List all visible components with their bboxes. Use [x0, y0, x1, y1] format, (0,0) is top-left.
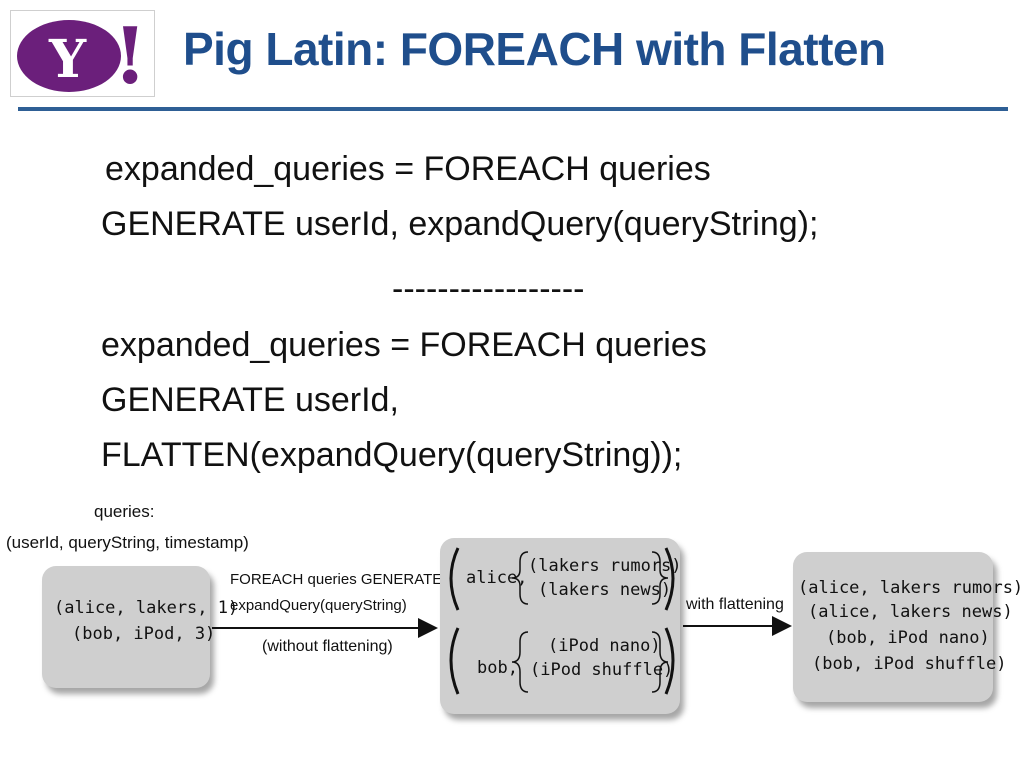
title-divider: [18, 107, 1008, 111]
output-row: (bob, iPod nano): [826, 628, 990, 648]
right-paren-icon: [664, 547, 675, 611]
code-line-2b: GENERATE userId,: [101, 381, 399, 419]
right-brace-icon: [651, 551, 669, 605]
yahoo-logo: Y !: [10, 10, 155, 102]
right-brace-icon: [651, 631, 669, 693]
right-paren-icon: [664, 627, 675, 695]
code-line-1b: GENERATE userId, expandQuery(queryString…: [101, 205, 819, 243]
code-line-2a: expanded_queries = FOREACH queries: [101, 326, 707, 364]
input-panel: [42, 566, 210, 688]
separator: -----------------: [392, 270, 585, 308]
arrow1-label: FOREACH queries GENERATE: [230, 571, 443, 588]
nested-panel: [440, 538, 680, 714]
input-row: (alice, lakers, 1): [54, 598, 239, 618]
arrow2-label: with flattening: [686, 596, 784, 613]
nested-user: alice,: [466, 568, 528, 588]
schema-label: (userId, queryString, timestamp): [6, 533, 249, 552]
left-paren-icon: [449, 627, 460, 695]
queries-label: queries:: [94, 502, 155, 521]
svg-text:Y: Y: [48, 29, 87, 90]
slide-title: Pig Latin: FOREACH with Flatten: [183, 23, 886, 75]
arrow1-sublabel: (without flattening): [262, 638, 393, 655]
input-row: (bob, iPod, 3): [72, 624, 216, 644]
yahoo-logo-icon: Y !: [17, 11, 147, 102]
code-line-1a: expanded_queries = FOREACH queries: [105, 150, 711, 188]
nested-item: (iPod shuffle): [530, 660, 674, 680]
nested-item: (iPod nano): [548, 636, 661, 656]
output-row: (alice, lakers rumors): [798, 578, 1024, 598]
nested-item: (lakers news): [538, 580, 672, 600]
svg-text:!: !: [113, 11, 147, 96]
left-paren-icon: [449, 547, 460, 611]
output-row: (alice, lakers news): [808, 602, 1013, 622]
output-row: (bob, iPod shuffle): [812, 654, 1007, 674]
left-brace-icon: [511, 631, 529, 693]
output-panel: [793, 552, 993, 702]
left-brace-icon: [511, 551, 529, 605]
code-line-2c: FLATTEN(expandQuery(queryString));: [101, 436, 683, 474]
nested-item: (lakers rumors): [528, 556, 682, 576]
arrow1-label: expandQuery(queryString): [230, 597, 407, 614]
nested-user: bob,: [477, 658, 518, 678]
